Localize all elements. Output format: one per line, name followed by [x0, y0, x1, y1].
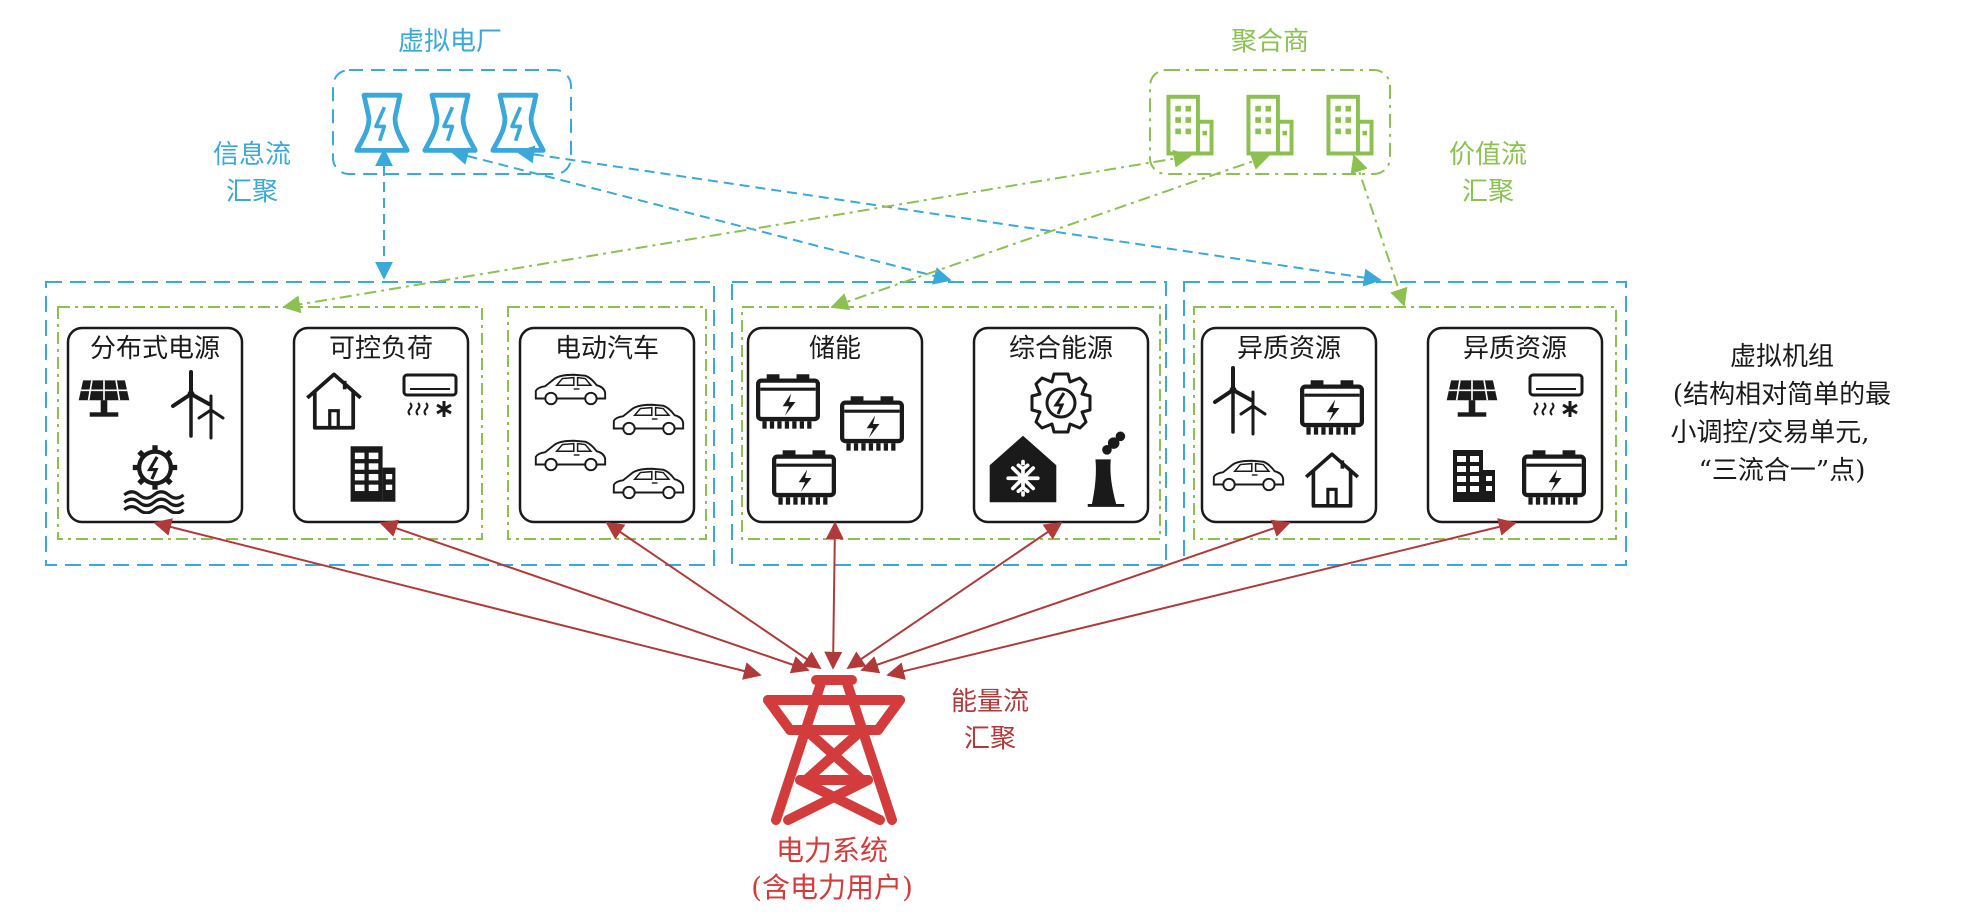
- virtual-unit-desc-1: (结构相对简单的最: [1673, 380, 1891, 410]
- vpp-title: 虚拟电厂: [398, 27, 502, 57]
- resource-label: 异质资源: [1463, 334, 1567, 364]
- energy-flow-label-2: 汇聚: [964, 724, 1016, 754]
- resource-label: 分布式电源: [90, 334, 220, 364]
- cooling-tower-icon: [357, 95, 407, 150]
- aggregator-title: 聚合商: [1231, 27, 1309, 57]
- resource-label: 异质资源: [1237, 334, 1341, 364]
- cooling-tower-icon: [425, 95, 475, 150]
- resource-box-integrated-energy: 综合能源: [972, 326, 1150, 524]
- virtual-unit-description: 虚拟机组 (结构相对简单的最 小调控/交易单元, “三流合一”点): [1670, 342, 1891, 486]
- resource-box-heterogeneous-1: 异质资源: [1200, 326, 1378, 524]
- virtual-unit-title: 虚拟机组: [1730, 342, 1834, 372]
- resource-box-electric-vehicles: 电动汽车: [518, 326, 696, 524]
- resource-label: 储能: [809, 334, 861, 364]
- resource-label: 可控负荷: [329, 334, 433, 364]
- virtual-unit-desc-2: 小调控/交易单元,: [1670, 418, 1869, 448]
- energy-flow-label: 能量流: [951, 687, 1029, 717]
- value-flow-label: 价值流: [1449, 140, 1527, 170]
- resource-box-energy-storage: 储能: [746, 326, 924, 524]
- info-flow-label: 信息流: [213, 140, 291, 170]
- resource-box-heterogeneous-2: 异质资源: [1426, 326, 1604, 524]
- virtual-unit-desc-3: “三流合一”点): [1699, 456, 1866, 486]
- resource-label: 综合能源: [1009, 334, 1113, 364]
- power-system-title: 电力系统: [776, 834, 888, 867]
- aggregator-cluster-box: [1149, 69, 1391, 175]
- aggregator-group-4: [1193, 306, 1617, 540]
- value-flow-label-2: 汇聚: [1462, 177, 1514, 207]
- cooling-tower-icon: [493, 95, 543, 150]
- building-icon: [1168, 97, 1211, 154]
- resource-box-controllable-load: 可控负荷: [292, 326, 470, 524]
- info-flow-arrows: [375, 145, 1382, 287]
- building-icon: [1328, 97, 1371, 154]
- value-flow-arrows: [282, 149, 1408, 314]
- building-icon: [1248, 97, 1291, 154]
- power-system-subtitle: (含电力用户): [751, 871, 913, 904]
- info-flow-label-2: 汇聚: [226, 177, 278, 207]
- energy-flow-arrows: [153, 518, 1517, 680]
- power-tower-icon: [763, 675, 905, 825]
- resource-box-distributed-generation: 分布式电源: [66, 326, 244, 524]
- resource-label: 电动汽车: [555, 334, 659, 364]
